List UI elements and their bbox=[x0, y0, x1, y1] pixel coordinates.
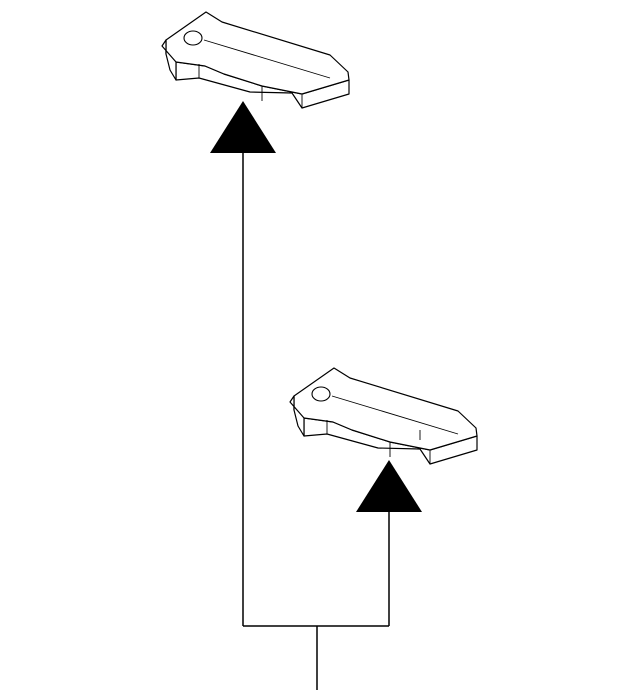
arrowhead-lower bbox=[356, 460, 422, 512]
leader-lines bbox=[242, 152, 390, 690]
part-upper bbox=[161, 11, 350, 109]
part-lower bbox=[289, 367, 478, 465]
arrowhead-upper bbox=[210, 101, 276, 153]
